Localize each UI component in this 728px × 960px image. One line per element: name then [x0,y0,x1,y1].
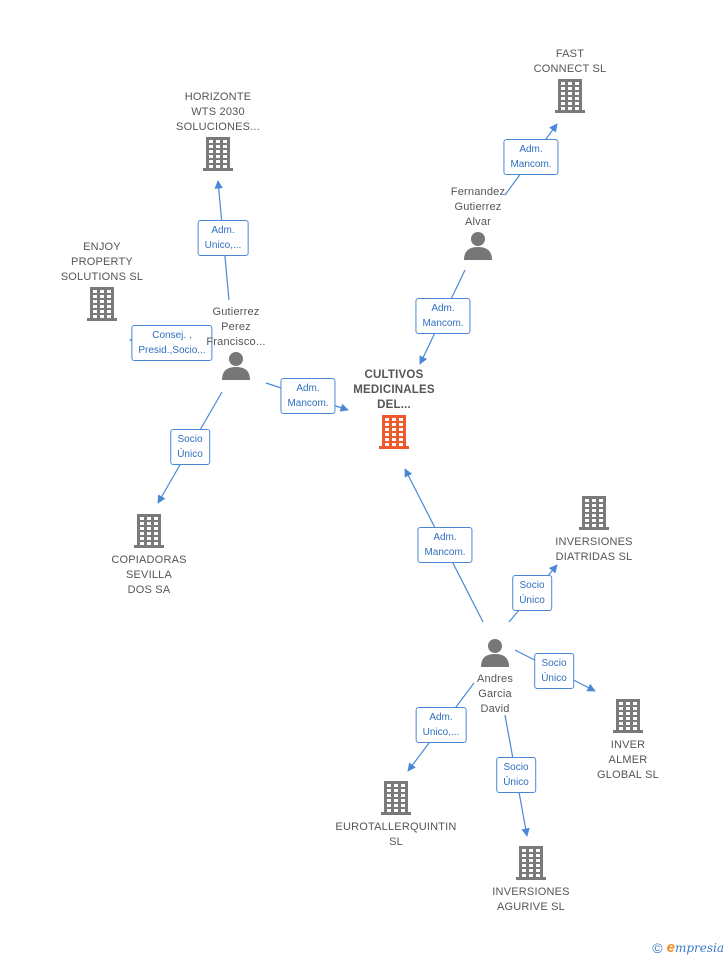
building-icon [132,512,166,553]
building-icon [514,844,548,885]
edge-label-andres-inver_almer[interactable]: Socio Único [534,653,574,689]
edge-label-andres-diatridas[interactable]: Socio Único [512,575,552,611]
person-node-gutierrez[interactable]: Gutierrez Perez Francisco... [206,305,265,385]
edge-label-gutierrez-main[interactable]: Adm. Mancom. [280,378,336,414]
company-node-horizonte[interactable]: HORIZONTE WTS 2030 SOLUCIONES... [176,90,260,176]
building-icon [201,135,235,176]
person-node-fernandez[interactable]: Fernandez Gutierrez Alvar [451,185,505,265]
person-icon [221,350,251,385]
company-node-diatridas[interactable]: INVERSIONES DIATRIDAS SL [555,494,632,565]
person-node-andres[interactable]: Andres Garcia David [477,637,513,717]
company-node-copiadoras[interactable]: COPIADORAS SEVILLA DOS SA [111,512,186,598]
person-icon [480,637,510,672]
building-icon [553,77,587,118]
node-label: INVER ALMER GLOBAL SL [597,739,659,781]
company-node-agurive[interactable]: INVERSIONES AGURIVE SL [492,844,569,915]
person-icon [463,230,493,265]
building-icon [577,494,611,535]
building-icon [377,413,411,454]
building-icon [85,285,119,326]
node-label: ENJOY PROPERTY SOLUTIONS SL [60,241,144,283]
company-node-fast[interactable]: FAST CONNECT SL [534,47,607,118]
building-icon [379,779,413,820]
edge-label-gutierrez-horizonte[interactable]: Adm. Unico,... [197,220,249,256]
building-icon [611,697,645,738]
company-node-main[interactable]: CULTIVOS MEDICINALES DEL... [353,368,435,454]
company-node-inver_almer[interactable]: INVER ALMER GLOBAL SL [597,697,659,783]
node-label: INVERSIONES DIATRIDAS SL [555,536,633,563]
node-label: COPIADORAS SEVILLA DOS SA [111,554,187,596]
node-label: Fernandez Gutierrez Alvar [450,186,506,228]
edge-label-andres-main[interactable]: Adm. Mancom. [417,527,473,563]
node-label: Gutierrez Perez Francisco... [206,306,266,348]
company-node-eurotaller[interactable]: EUROTALLERQUINTIN SL [335,779,456,850]
node-label: HORIZONTE WTS 2030 SOLUCIONES... [176,91,260,133]
edge-label-gutierrez-copiadoras[interactable]: Socio Único [170,429,210,465]
node-label: INVERSIONES AGURIVE SL [492,886,570,913]
node-label: EUROTALLERQUINTIN SL [335,821,457,848]
edge-label-andres-eurotaller[interactable]: Adm. Unico,... [415,707,467,743]
edge-label-fernandez-main[interactable]: Adm. Mancom. [415,298,471,334]
brand-logo-initial: e [666,939,675,956]
brand-logo-text: mpresia [674,940,724,955]
edge-label-fernandez-fast[interactable]: Adm. Mancom. [503,139,559,175]
edge-label-gutierrez-enjoy[interactable]: Consej. , Presid.,Socio... [131,325,213,361]
node-label: Andres Garcia David [476,673,514,715]
node-label: FAST CONNECT SL [533,48,607,75]
copyright-symbol: © [652,939,663,956]
company-node-enjoy[interactable]: ENJOY PROPERTY SOLUTIONS SL [61,240,143,326]
node-label: CULTIVOS MEDICINALES DEL... [353,369,435,411]
edge-label-andres-agurive[interactable]: Socio Único [496,757,536,793]
